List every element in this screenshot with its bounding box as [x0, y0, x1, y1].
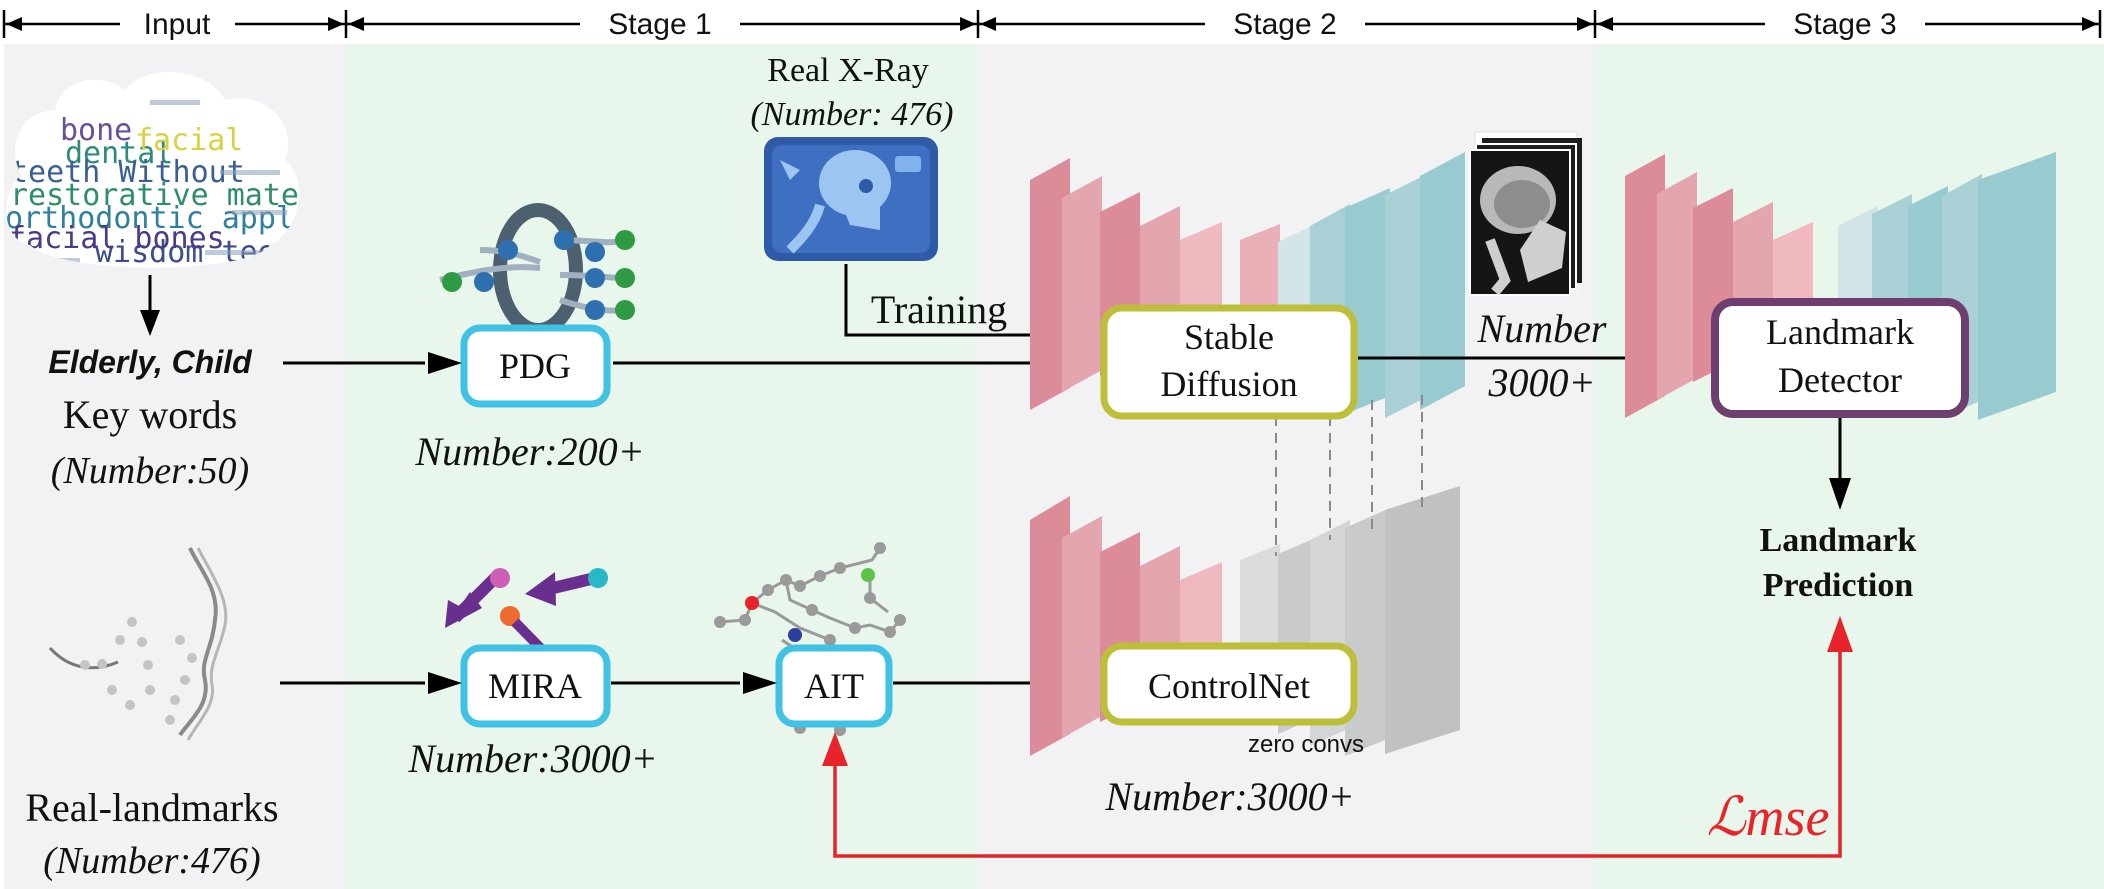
stage-label-stage1: Stage 1	[608, 8, 711, 41]
mse-loss-label: ℒmse	[1707, 787, 1830, 847]
synthetic-xray-stack	[1469, 131, 1582, 296]
mira-to-ait-arrowhead	[743, 672, 777, 694]
mira-label: MIRA	[488, 666, 582, 706]
training-arrow	[844, 264, 1063, 337]
mse-arrowhead-prediction	[1827, 616, 1853, 652]
controlnet-box	[1100, 642, 1358, 726]
detector-to-prediction-arrowhead	[1829, 478, 1851, 510]
controlnet-label: ControlNet	[1148, 666, 1310, 706]
cloud-word: teeth Without	[10, 155, 245, 190]
pdg-molecule-icon	[439, 203, 635, 337]
mse-arrowhead-ait	[822, 732, 848, 766]
landmark-detector-box	[1711, 298, 1969, 418]
landmark-prediction-label-2: Prediction	[1763, 567, 1914, 604]
stable-diffusion-label-2: Diffusion	[1160, 364, 1297, 404]
real-xray-label: Real X-Ray	[767, 52, 928, 89]
zero-conv-links	[1275, 395, 1423, 556]
real-landmarks-count: (Number:476)	[43, 840, 260, 882]
stage-label-stage2: Stage 2	[1233, 8, 1336, 41]
real-xray-count: (Number: 476)	[750, 96, 953, 133]
landmark-detector-label-2: Detector	[1778, 360, 1902, 400]
stage-label-input: Input	[144, 8, 211, 41]
xray-icon	[764, 137, 938, 261]
landmarks-to-mira-arrowhead	[428, 672, 462, 694]
pdg-box	[460, 324, 611, 408]
cloud-word: bone	[60, 113, 132, 148]
landmark-detector-label-1: Landmark	[1766, 312, 1914, 352]
landmark-prediction-label-1: Landmark	[1760, 522, 1917, 559]
stage-label-stage3: Stage 3	[1793, 8, 1896, 41]
ait-label: AIT	[804, 666, 864, 706]
pdg-count: Number:200+	[414, 429, 644, 474]
cloud-word: facial bones	[8, 221, 225, 256]
face-landmark-sketch	[48, 547, 228, 741]
cloud-word: restorative materials	[10, 178, 389, 213]
ait-box	[775, 644, 893, 728]
stable-diffusion-box	[1100, 304, 1358, 420]
stable-diffusion-label-1: Stable	[1184, 317, 1274, 357]
mira-box	[460, 644, 611, 728]
pdg-label: PDG	[499, 346, 571, 386]
stage-header	[2, 10, 2102, 38]
stage-header-arrowheads	[6, 17, 2098, 31]
cloud-word: facial	[135, 123, 243, 158]
training-label: Training	[871, 287, 1007, 332]
key-words-count: (Number:50)	[51, 450, 249, 492]
synthetic-number-2: 3000+	[1488, 360, 1596, 405]
synthetic-number-1: Number	[1477, 306, 1607, 351]
controlnet-count: Number:3000+	[1104, 774, 1354, 819]
mse-feedback-line	[833, 650, 1842, 858]
cloud-arrowhead	[140, 310, 160, 336]
mira-count: Number:3000+	[407, 736, 657, 781]
zero-convs-label: zero convs	[1248, 731, 1364, 758]
real-landmarks-text: Real-landmarks	[25, 785, 278, 830]
cloud-word: dental	[65, 136, 173, 171]
cloud-word: orthodontic appliance	[5, 201, 384, 236]
key-words-text: Key words	[63, 392, 237, 437]
keywords-to-pdg-arrowhead	[428, 352, 462, 374]
elderly-child-text: Elderly, Child	[48, 344, 253, 380]
